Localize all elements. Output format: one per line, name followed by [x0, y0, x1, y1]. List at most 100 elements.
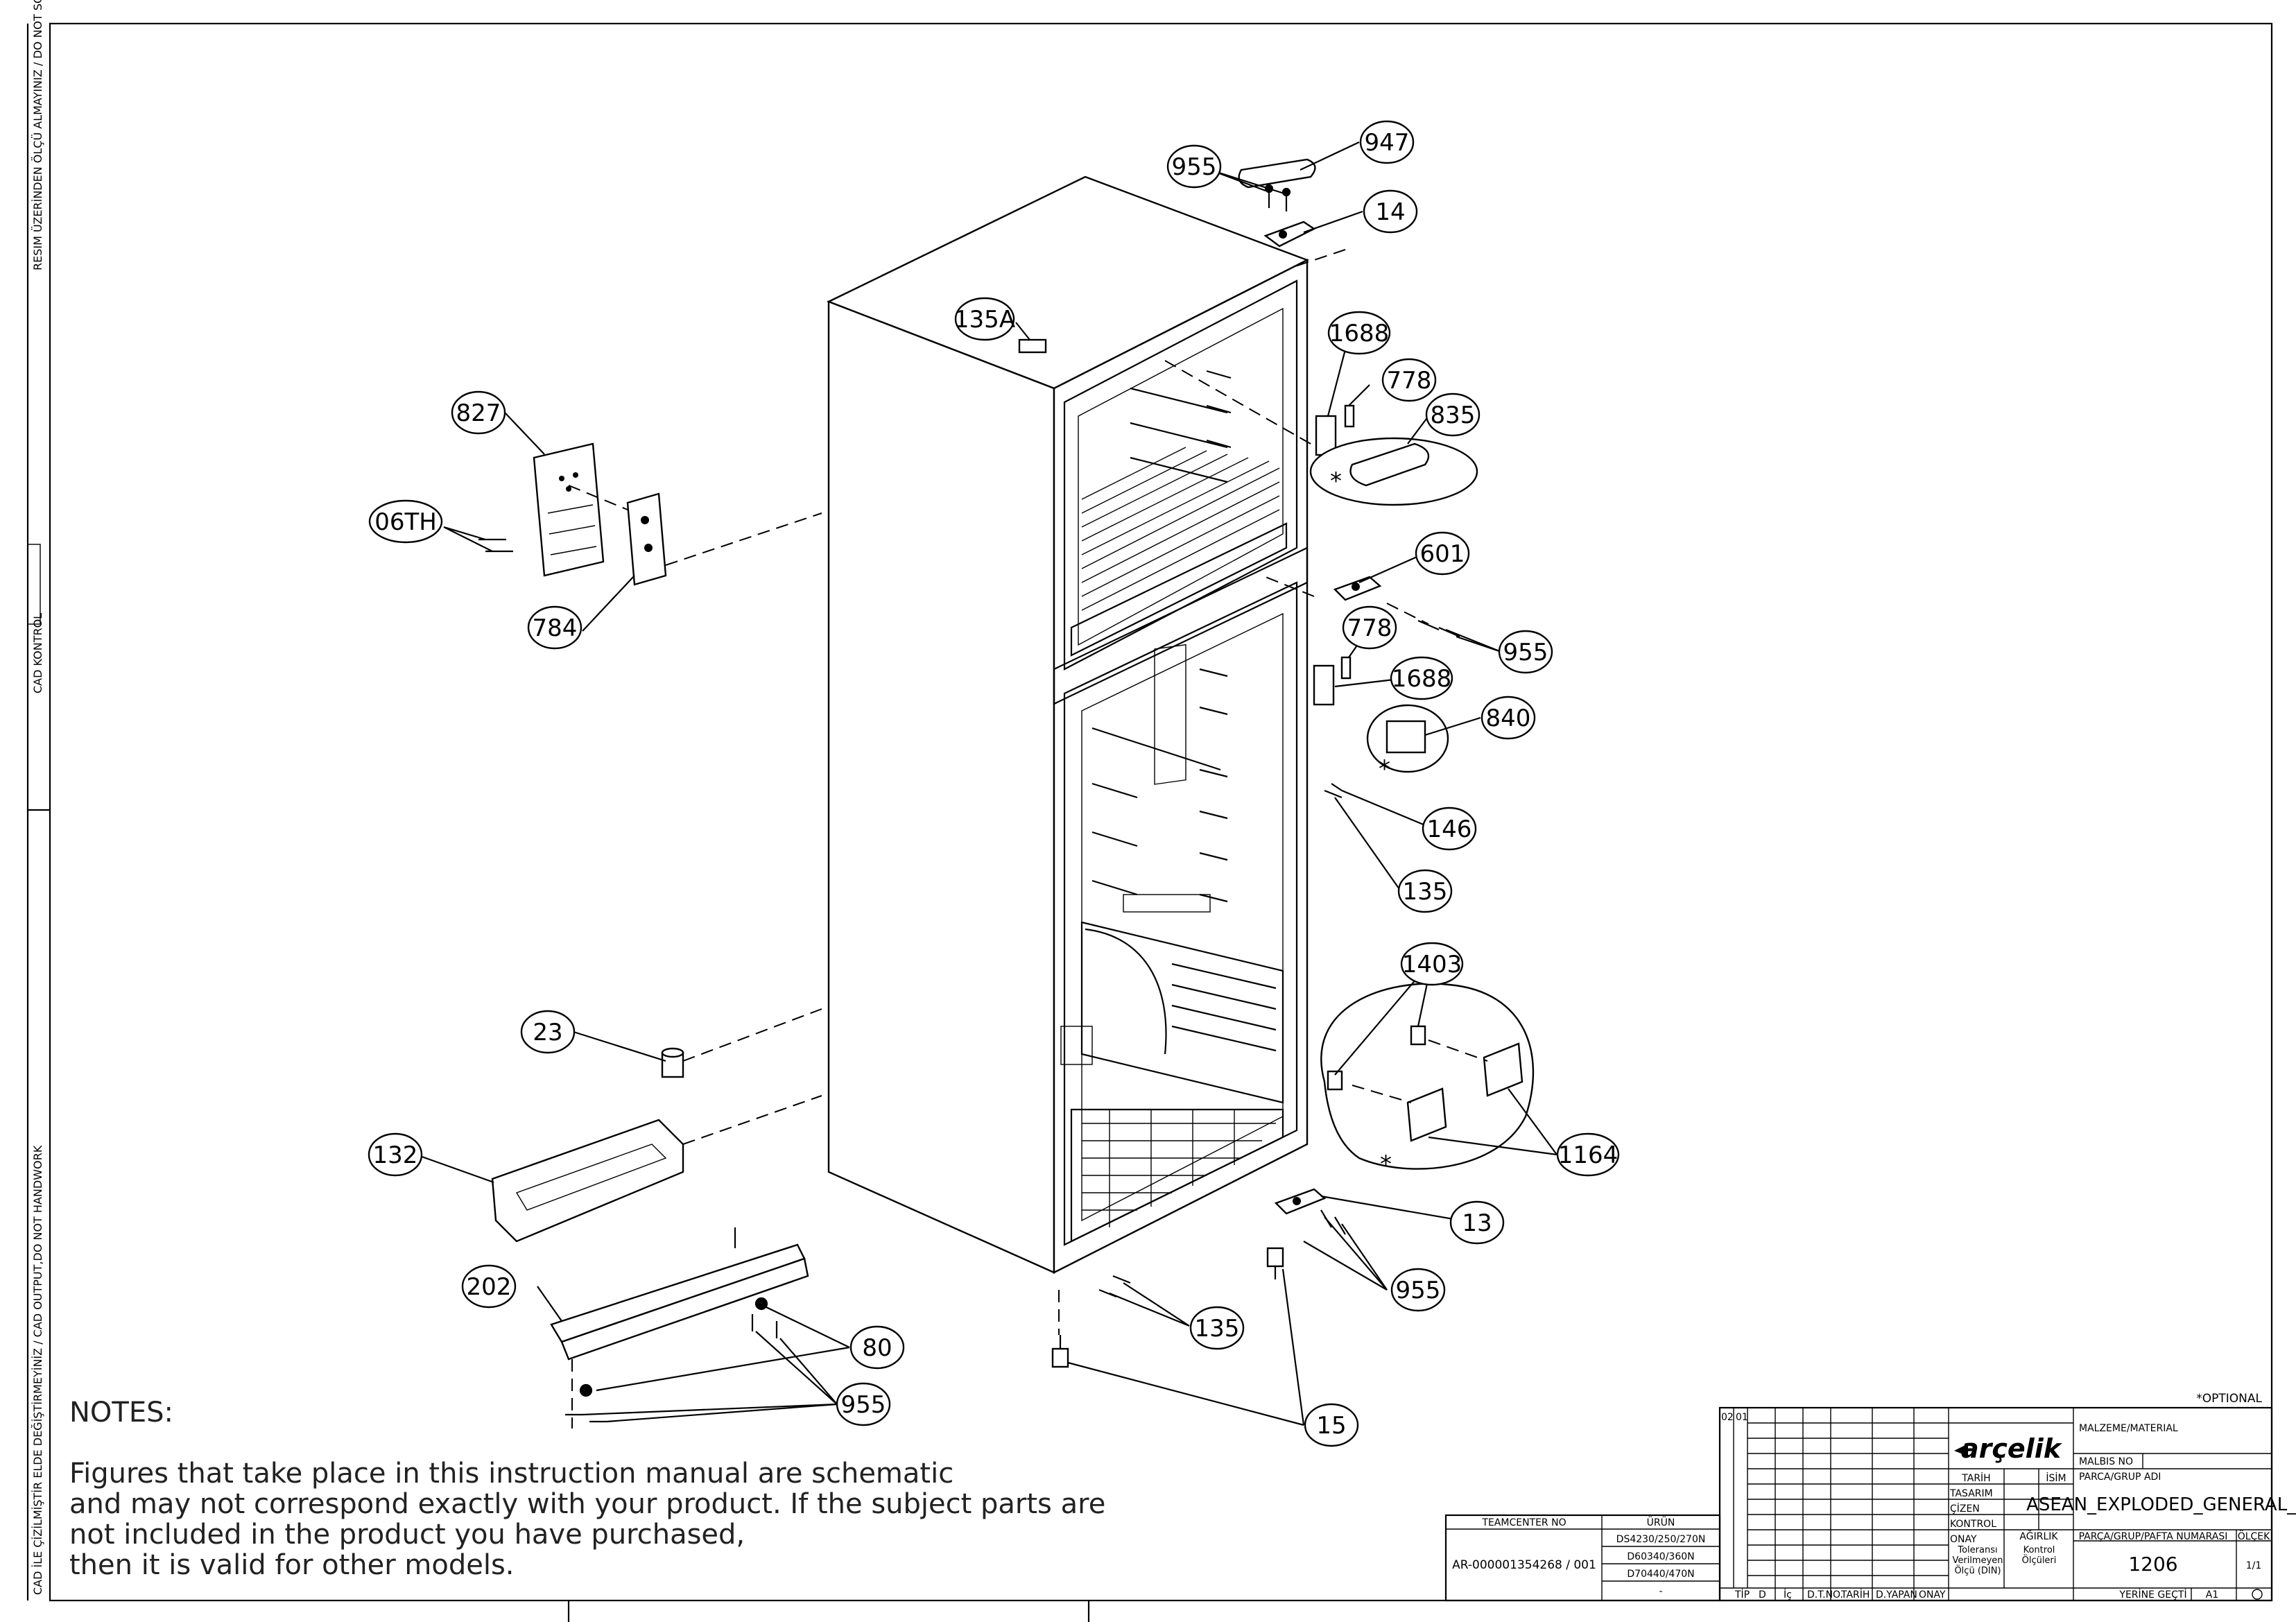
- part-23-adapter: [661, 1047, 684, 1078]
- callout-14: 14: [1363, 189, 1418, 234]
- svg-text:1688: 1688: [1392, 665, 1452, 693]
- part-132-tray: [491, 1119, 684, 1243]
- callout-1403: 1403: [1400, 942, 1464, 986]
- part-14-top-hinge: [1263, 221, 1316, 248]
- control-text: Kontrol Ölçüleri: [2021, 1545, 2057, 1566]
- callout-601: 601: [1415, 531, 1470, 576]
- group-name: ASEAN_EXPLODED_GENERAL_PK: [2026, 1494, 2296, 1515]
- svg-text:955: 955: [841, 1391, 886, 1419]
- tolerance-text: Toleransı Verilmeyen Ölçü (DIN): [1952, 1545, 2003, 1576]
- part-135A-plug: [1018, 338, 1047, 354]
- part-15-adjustable-feet: [1051, 1247, 1284, 1368]
- part-13-bottom-hinge: [1274, 1188, 1327, 1215]
- part-135-screws-bottom: [1098, 1275, 1131, 1298]
- callout-1164: 1164: [1556, 1132, 1620, 1177]
- assembly-dashed-lines: [568, 249, 1488, 1429]
- callout-06TH: 06TH: [368, 499, 443, 544]
- notes-line-2: and may not correspond exactly with your…: [69, 1488, 1105, 1520]
- callout-146: 146: [1422, 806, 1477, 851]
- callout-835: 835: [1425, 392, 1481, 437]
- svg-text:-: -: [1659, 1586, 1662, 1597]
- notes-heading: NOTES:: [69, 1397, 173, 1429]
- callout-947: 947: [1359, 120, 1415, 164]
- part-778-upper: [1344, 404, 1355, 428]
- brand-logo: arçelik: [1961, 1433, 2063, 1464]
- callout-955-bottom-right: 955: [1390, 1268, 1446, 1312]
- svg-text:80: 80: [862, 1334, 892, 1362]
- notes-line-1: Figures that take place in this instruct…: [69, 1458, 953, 1490]
- side-text-top: RESIM ÜZERİNDEN ÖLÇÜ ALMAYINIZ / DO NOT …: [31, 0, 44, 270]
- svg-text:TARİH: TARİH: [1961, 1472, 1990, 1484]
- svg-text:132: 132: [373, 1141, 418, 1169]
- optional-mark-835: *: [1330, 467, 1342, 495]
- part-202-base-frame: [550, 1227, 809, 1361]
- part-601-middle-hinge: [1333, 576, 1382, 601]
- part-955-screws-bottom-right: [1320, 1209, 1346, 1235]
- svg-text:TEAMCENTER NO: TEAMCENTER NO: [1481, 1517, 1566, 1528]
- svg-text:947: 947: [1365, 129, 1410, 157]
- side-text-middle: CAD KONTROL: [31, 613, 44, 693]
- part-778-lower: [1340, 656, 1352, 680]
- svg-text:135: 135: [1195, 1315, 1240, 1343]
- optional-mark-1164: *: [1380, 1150, 1392, 1178]
- svg-text:TASARIM: TASARIM: [1949, 1488, 1993, 1499]
- callout-784: 784: [527, 605, 582, 650]
- svg-text:D: D: [1759, 1589, 1766, 1601]
- callout-15: 15: [1304, 1403, 1359, 1447]
- teamcenter-number: AR-000001354268 / 001: [1452, 1558, 1596, 1572]
- svg-text:840: 840: [1486, 705, 1531, 732]
- svg-text:135A: 135A: [954, 306, 1015, 334]
- svg-text:955: 955: [1172, 153, 1217, 181]
- callout-955-bottom-left: 955: [836, 1382, 891, 1426]
- callout-135-bottom: 135: [1189, 1306, 1245, 1350]
- sheet-number: 1206: [2128, 1553, 2177, 1576]
- notes-block: NOTES: Figures that take place in this i…: [69, 1397, 1105, 1581]
- svg-text:ONAY: ONAY: [1919, 1589, 1946, 1601]
- optional-note: *OPTIONAL: [2196, 1392, 2262, 1406]
- svg-text:A1: A1: [2206, 1589, 2218, 1601]
- svg-text:ONAY: ONAY: [1950, 1534, 1977, 1545]
- svg-text:D70440/470N: D70440/470N: [1627, 1569, 1694, 1580]
- svg-text:İSİM: İSİM: [2046, 1472, 2066, 1484]
- notes-line-3: not included in the product you have pur…: [69, 1519, 745, 1551]
- svg-text:İç: İç: [1784, 1588, 1792, 1601]
- part-06TH-screws: [478, 538, 513, 553]
- svg-text:ÇİZEN: ÇİZEN: [1950, 1502, 1980, 1515]
- side-text-bottom: CAD İLE ÇİZİLMİŞTİR ELDE DEĞİŞTİRMEYİNİZ…: [31, 1145, 44, 1595]
- title-block: 02 01: [1444, 1406, 2296, 1602]
- svg-text:MALZEME/MATERIAL: MALZEME/MATERIAL: [2079, 1423, 2178, 1434]
- part-955-screws-middle: [1417, 619, 1460, 638]
- callout-80: 80: [849, 1325, 905, 1370]
- callout-955-top: 955: [1166, 144, 1222, 189]
- callout-13: 13: [1449, 1200, 1505, 1245]
- optional-mark-840: *: [1379, 755, 1390, 783]
- svg-text:PARCA/GRUP ADI: PARCA/GRUP ADI: [2079, 1472, 2161, 1483]
- svg-text:PARÇA/GRUP/PAFTA NUMARASI: PARÇA/GRUP/PAFTA NUMARASI: [2079, 1531, 2228, 1542]
- svg-text:AĞIRLIK: AĞIRLIK: [2019, 1530, 2058, 1542]
- svg-text:1403: 1403: [1402, 951, 1462, 978]
- svg-text:601: 601: [1420, 540, 1465, 568]
- part-784-thermostat: [626, 492, 667, 586]
- svg-text:1164: 1164: [1558, 1141, 1619, 1169]
- svg-text:13: 13: [1462, 1209, 1492, 1237]
- callout-23: 23: [520, 1010, 576, 1054]
- part-827-thermostat-cover: [533, 442, 605, 577]
- svg-text:YERİNE GEÇTİ: YERİNE GEÇTİ: [2118, 1588, 2186, 1601]
- part-947-hinge-cover: [1238, 158, 1316, 189]
- callout-1688-lower: 1688: [1390, 656, 1453, 700]
- part-80-955-bottom-left: [565, 1297, 778, 1423]
- svg-text:835: 835: [1431, 402, 1476, 429]
- callout-1688-upper: 1688: [1327, 311, 1391, 355]
- svg-text:202: 202: [467, 1273, 512, 1301]
- svg-text:06TH: 06TH: [374, 508, 437, 536]
- svg-text:02: 02: [1721, 1412, 1734, 1423]
- part-146-pin: [1324, 783, 1343, 799]
- callout-leaders: [415, 141, 1557, 1426]
- svg-text:D.T.NO.: D.T.NO.: [1807, 1589, 1843, 1601]
- notes-line-4: then it is valid for other models.: [69, 1549, 515, 1581]
- svg-text:146: 146: [1427, 816, 1472, 843]
- svg-text:KONTROL: KONTROL: [1950, 1519, 1996, 1530]
- svg-text:15: 15: [1316, 1412, 1346, 1440]
- callout-827: 827: [451, 390, 506, 435]
- svg-text:827: 827: [456, 399, 501, 427]
